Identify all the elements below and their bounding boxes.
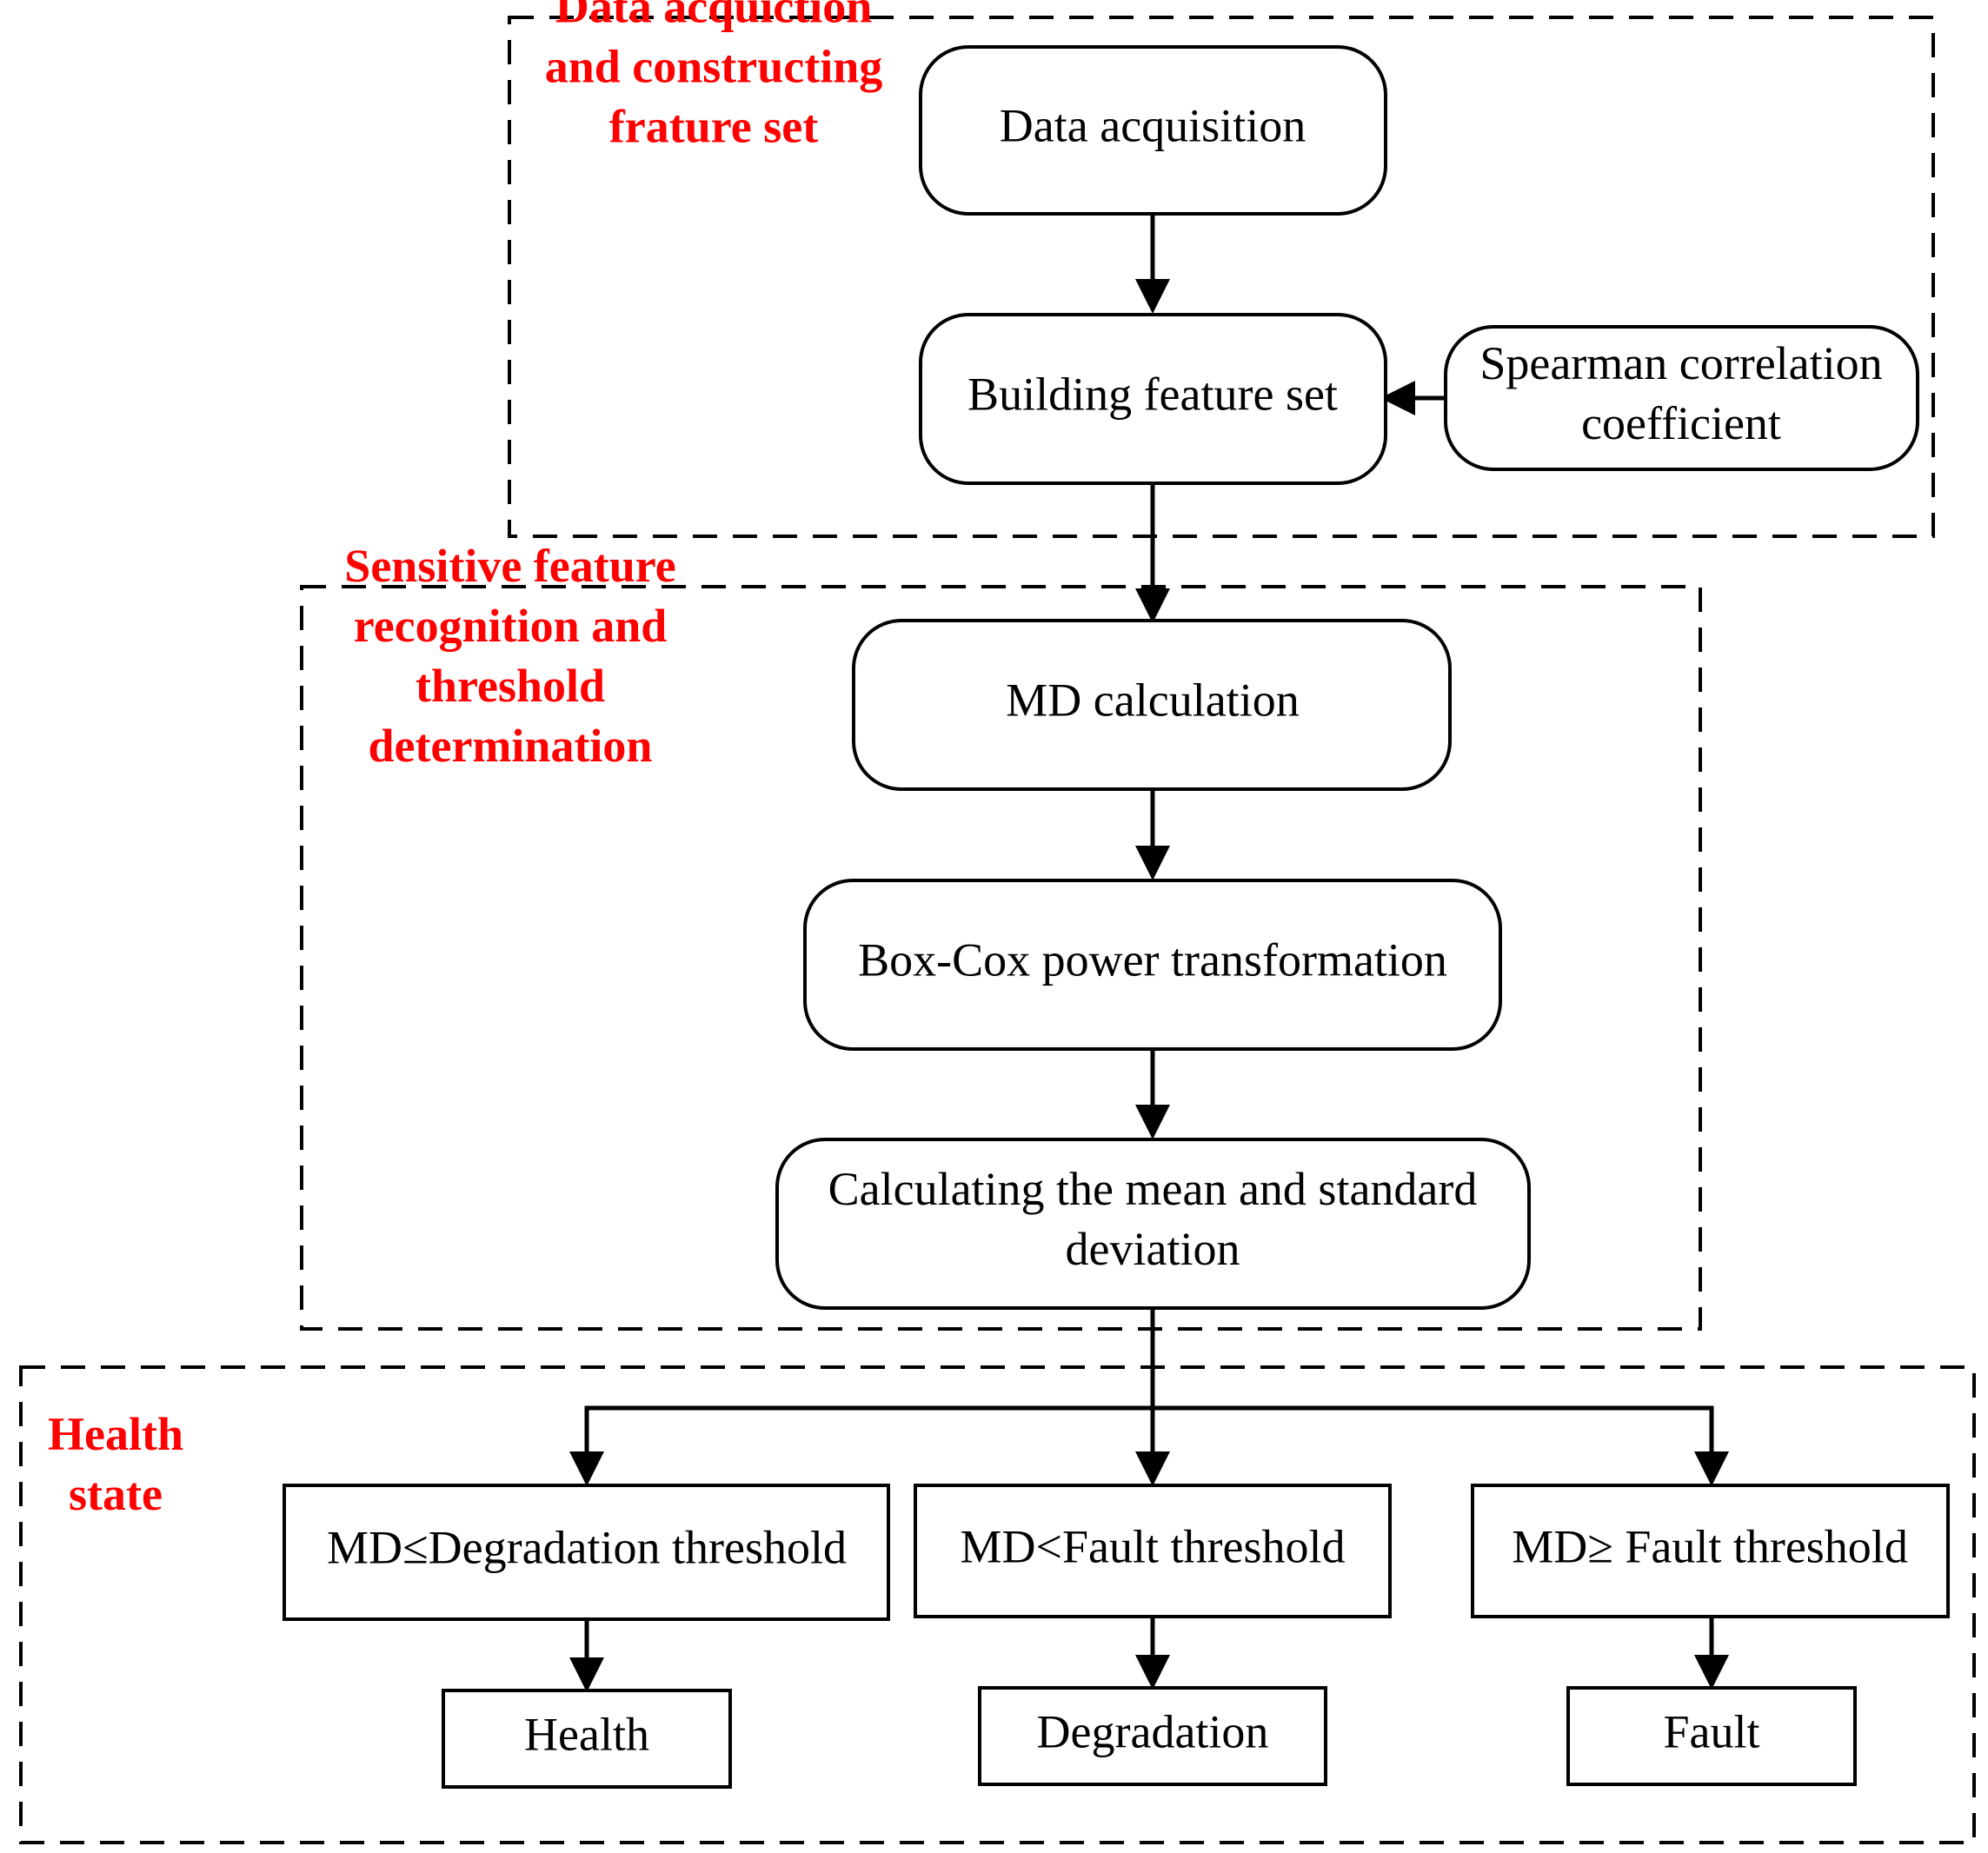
node-out-fault-label: Fault — [1663, 1705, 1759, 1757]
node-box-cox — [803, 879, 1502, 1051]
node-out-health — [442, 1689, 732, 1789]
node-cond-degradation — [283, 1484, 890, 1621]
text-line: frature set — [609, 100, 818, 152]
section-box-recognition — [300, 585, 1702, 1331]
section-label-health: Health state — [48, 1408, 183, 1520]
text-line: determination — [369, 720, 653, 772]
node-out-degradation — [978, 1686, 1327, 1786]
node-data-acquisition — [919, 45, 1387, 216]
text-line: and constructing — [545, 40, 883, 92]
node-out-degradation-label: Degradation — [1037, 1705, 1269, 1757]
node-out-health-label: Health — [524, 1708, 649, 1760]
text-line: MD≤Degradation threshold — [327, 1521, 847, 1573]
text-line: recognition and — [354, 600, 668, 652]
text-line: threshold — [416, 660, 605, 712]
node-box-cox-label: Box-Cox power transformation — [858, 933, 1447, 986]
node-cond-fault-lt — [914, 1484, 1392, 1618]
node-cond-degradation-label: MD≤Degradation threshold — [327, 1521, 847, 1573]
text-line: Box-Cox power transformation — [858, 933, 1447, 986]
text-line: state — [69, 1468, 163, 1520]
text-line: MD≥ Fault threshold — [1512, 1520, 1908, 1572]
edge-branch-to-degradation-cond — [569, 1405, 1153, 1486]
text-line: Spearman correlation — [1479, 337, 1882, 389]
node-building-feature-set-label: Building feature set — [967, 368, 1338, 420]
node-mean-std-label: Calculating the mean and standard deviati… — [828, 1163, 1478, 1275]
text-line: Fault — [1663, 1705, 1759, 1757]
node-cond-fault-ge-label: MD≥ Fault threshold — [1512, 1520, 1908, 1572]
node-md-calculation-label: MD calculation — [1006, 674, 1299, 726]
section-label-recognition: Sensitive feature recognition and threshol… — [344, 540, 675, 772]
text-line: Data acquiction — [555, 0, 873, 32]
node-data-acquisition-label: Data acquisition — [1000, 99, 1306, 151]
node-md-calculation — [852, 619, 1452, 791]
text-line: deviation — [1066, 1223, 1240, 1275]
text-line: MD calculation — [1006, 674, 1299, 726]
text-line: Data acquisition — [1000, 99, 1306, 151]
node-building-feature-set — [919, 313, 1387, 485]
text-line: coefficient — [1581, 397, 1781, 449]
text-line: Sensitive feature — [344, 540, 675, 592]
text-line: Health — [524, 1708, 649, 1760]
text-line: Calculating the mean and standard — [828, 1163, 1478, 1215]
node-spearman-label: Spearman correlation coefficient — [1479, 337, 1882, 449]
text-line: MD<Fault threshold — [961, 1520, 1346, 1572]
text-line: Degradation — [1037, 1705, 1269, 1757]
edge-branch-to-fault-ge-cond — [1153, 1405, 1729, 1486]
text-line: Health — [48, 1408, 183, 1460]
node-mean-std — [775, 1138, 1531, 1310]
section-box-health — [19, 1365, 1976, 1844]
text-line: Building feature set — [967, 368, 1338, 420]
node-cond-fault-lt-label: MD<Fault threshold — [961, 1520, 1346, 1572]
section-label-acquisition: Data acquiction and constructing frature s… — [545, 0, 883, 152]
node-spearman — [1444, 325, 1919, 471]
section-box-acquisition — [508, 16, 1935, 538]
node-out-fault — [1566, 1686, 1857, 1786]
node-cond-fault-ge — [1471, 1484, 1950, 1618]
